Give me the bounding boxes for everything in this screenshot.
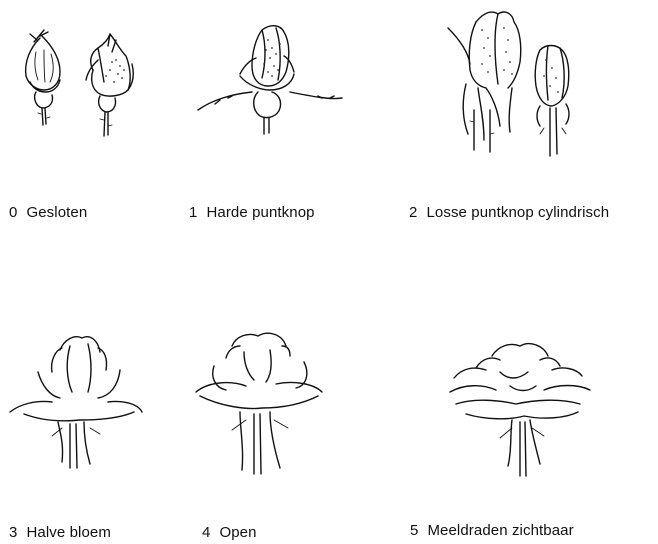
rose-open-drawing (196, 333, 322, 474)
rose-bud-hard-pointed-drawing (198, 26, 342, 134)
stage-label-1: 1 Harde puntknop (189, 204, 315, 221)
stage-number: 1 (189, 204, 197, 221)
stage-name: Gesloten (26, 204, 87, 221)
stage-number: 0 (9, 204, 17, 221)
stage-number: 2 (409, 204, 417, 221)
stage-number: 5 (410, 522, 418, 539)
stage-label-5: 5 Meeldraden zichtbaar (410, 522, 574, 539)
stage-number: 4 (202, 524, 210, 541)
stage-number: 3 (9, 524, 17, 541)
rose-fully-open-drawing (450, 344, 590, 476)
stage-name: Open (219, 524, 256, 541)
rose-half-bloom-drawing (10, 337, 142, 468)
stage-name: Harde puntknop (206, 204, 314, 221)
stage-name: Halve bloem (26, 524, 110, 541)
stage-name: Meeldraden zichtbaar (427, 522, 573, 539)
rose-bud-loose-cylindrical-drawing (448, 12, 569, 156)
stage-label-2: 2 Losse puntknop cylindrisch (409, 204, 609, 221)
stage-label-0: 0 Gesloten (9, 204, 87, 221)
stage-label-3: 3 Halve bloem (9, 524, 111, 541)
rose-bud-closed-drawing (26, 30, 134, 136)
stage-name: Losse puntknop cylindrisch (426, 204, 609, 221)
stage-label-4: 4 Open (202, 524, 257, 541)
